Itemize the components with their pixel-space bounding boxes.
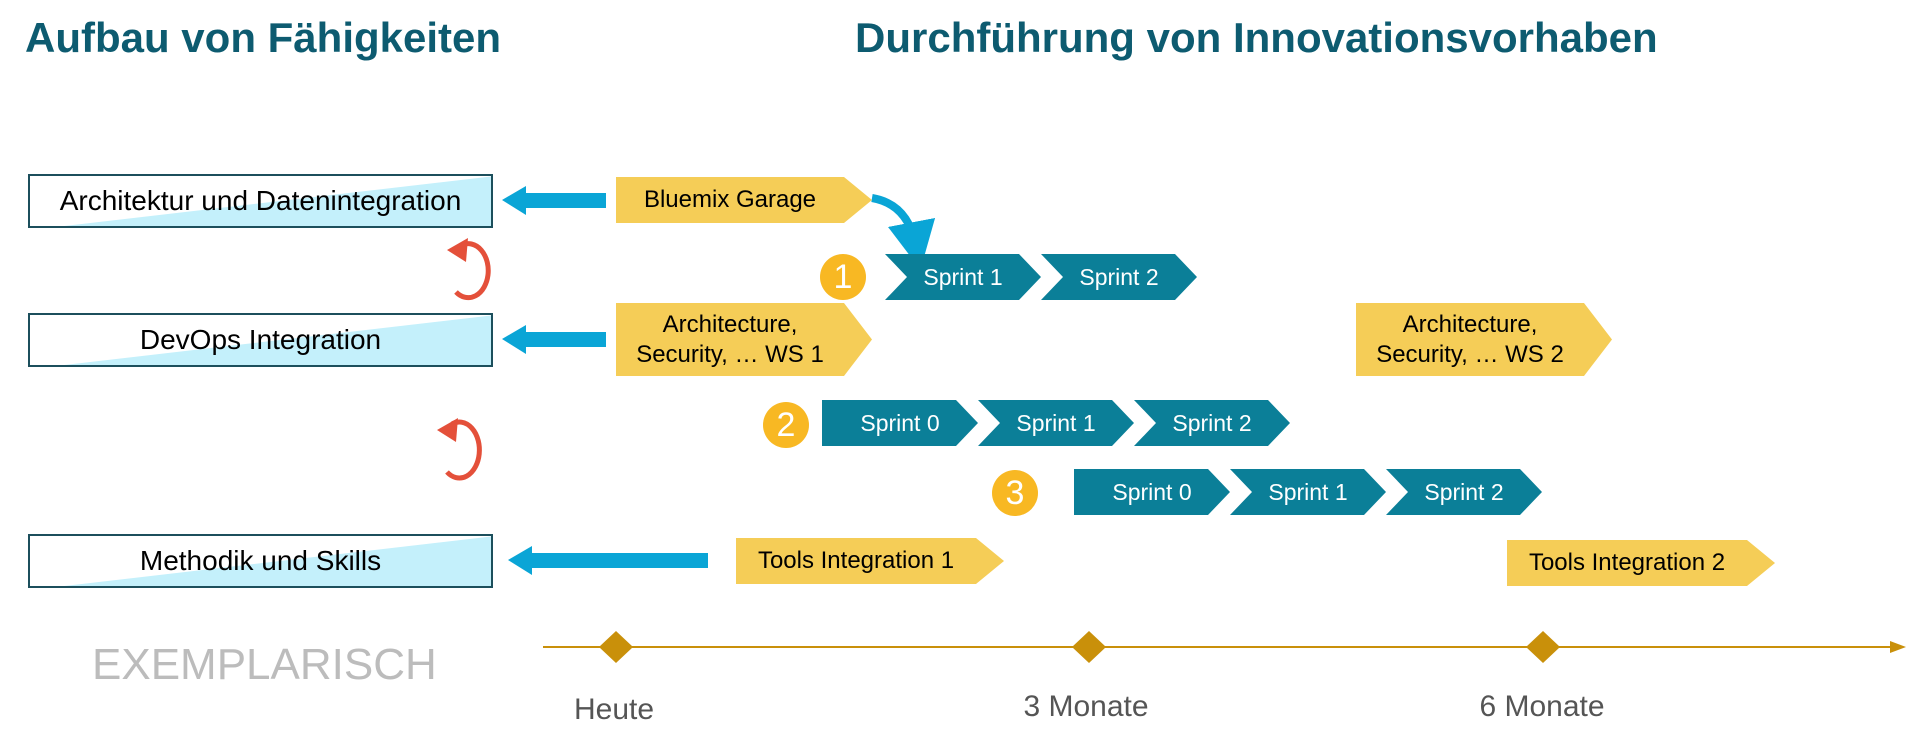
milestone-diamond-icon <box>599 631 633 663</box>
timeline-label: Heute <box>573 693 655 726</box>
box-gradient-wedge <box>64 536 491 586</box>
right-heading: Durchführung von Innovationsvorhaben <box>855 14 1658 61</box>
capability-label: Methodik und Skills <box>139 545 382 576</box>
activity-tools-integration-2: Tools Integration 2 <box>1507 540 1775 586</box>
timeline-label: 3 Monate <box>1023 690 1149 723</box>
capability-label: Architektur und Datenintegration <box>59 185 462 216</box>
sprint-chevron: Sprint 2 <box>1041 254 1197 300</box>
sprint-chevron: Sprint 2 <box>1134 400 1290 446</box>
activity-ws2: Architecture, Security, … WS 2 <box>1356 303 1612 376</box>
capability-box-devops: DevOps Integration <box>28 313 493 367</box>
curved-arrow-icon <box>871 194 936 270</box>
sprint-chevron: Sprint 1 <box>978 400 1134 446</box>
timeline-arrowhead <box>1890 641 1906 653</box>
activity-bluemix-garage: Bluemix Garage <box>616 177 872 223</box>
left-arrow-icon <box>502 186 606 215</box>
sprint-chevron: Sprint 1 <box>885 254 1041 300</box>
track-number-badge: 2 <box>763 402 809 448</box>
sprint-chevron: Sprint 2 <box>1386 469 1542 515</box>
left-arrow-icon <box>502 325 606 354</box>
exemplarisch-watermark: EXEMPLARISCH <box>92 640 437 689</box>
cycle-arrow-icon <box>447 238 491 301</box>
capability-box-methodik: Methodik und Skills <box>28 534 493 588</box>
milestone-diamond-icon <box>1526 631 1560 663</box>
capability-box-architecture: Architektur und Datenintegration <box>28 174 493 228</box>
timeline-label: 6 Monate <box>1479 690 1605 723</box>
sprint-chevron: Sprint 0 <box>1074 469 1230 515</box>
activity-ws1: Architecture, Security, … WS 1 <box>616 303 872 376</box>
milestone-diamond-icon <box>1072 631 1106 663</box>
sprint-chevron: Sprint 0 <box>822 400 978 446</box>
track-number-badge: 3 <box>992 470 1038 516</box>
cycle-arrow-icon <box>437 418 482 481</box>
box-gradient-wedge <box>64 176 491 226</box>
left-arrow-icon <box>508 546 708 575</box>
sprint-chevron: Sprint 1 <box>1230 469 1386 515</box>
left-heading: Aufbau von Fähigkeiten <box>25 14 502 61</box>
capability-label: DevOps Integration <box>139 324 382 355</box>
track-number-badge: 1 <box>820 254 866 300</box>
box-gradient-wedge <box>64 315 491 365</box>
activity-tools-integration-1: Tools Integration 1 <box>736 538 1004 584</box>
